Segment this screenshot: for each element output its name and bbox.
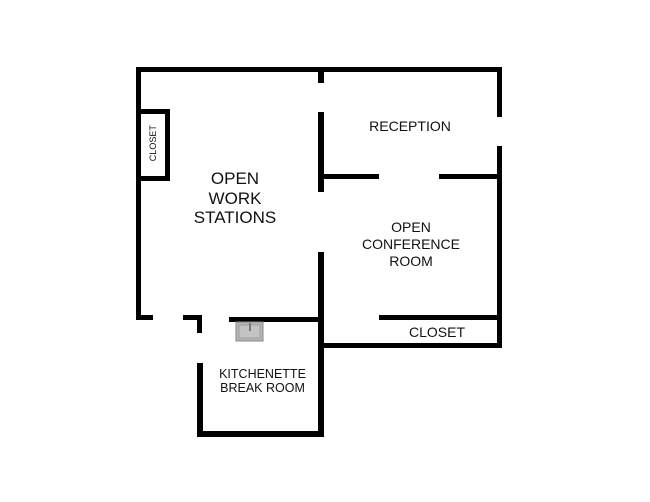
kitchen-top — [229, 317, 324, 322]
wall-bottom-stub — [183, 315, 202, 320]
walls — [136, 67, 502, 437]
closet-left-side — [165, 109, 170, 181]
closet-right-top — [379, 315, 502, 320]
closet-left-top — [136, 109, 170, 114]
closet-left-bottom — [136, 176, 170, 181]
wall-reception-right — [439, 174, 502, 179]
wall-middle-reception — [318, 112, 324, 192]
wall-left — [136, 67, 141, 320]
room-label-open-conference-room: OPEN CONFERENCE ROOM — [361, 219, 460, 269]
sink-icon — [235, 321, 264, 342]
wall-right-upper — [497, 67, 502, 117]
kitchen-left — [197, 363, 203, 437]
room-label-open-work-stations: OPEN WORK STATIONS — [193, 169, 277, 228]
closet-right-bottom — [318, 343, 502, 348]
room-label-closet-right: CLOSET — [408, 324, 465, 340]
kitchen-bottom — [197, 431, 324, 437]
wall-bottom-left — [136, 315, 153, 320]
wall-reception-left — [318, 174, 379, 179]
wall-middle-top — [318, 67, 324, 83]
wall-bottom-stub-vertical — [197, 315, 202, 333]
wall-right-lower — [497, 146, 502, 348]
room-label-reception: RECEPTION — [369, 118, 451, 134]
room-label-closet-left: CLOSET — [147, 125, 158, 162]
room-label-kitchenette: KITCHENETTE BREAK ROOM — [219, 367, 306, 396]
